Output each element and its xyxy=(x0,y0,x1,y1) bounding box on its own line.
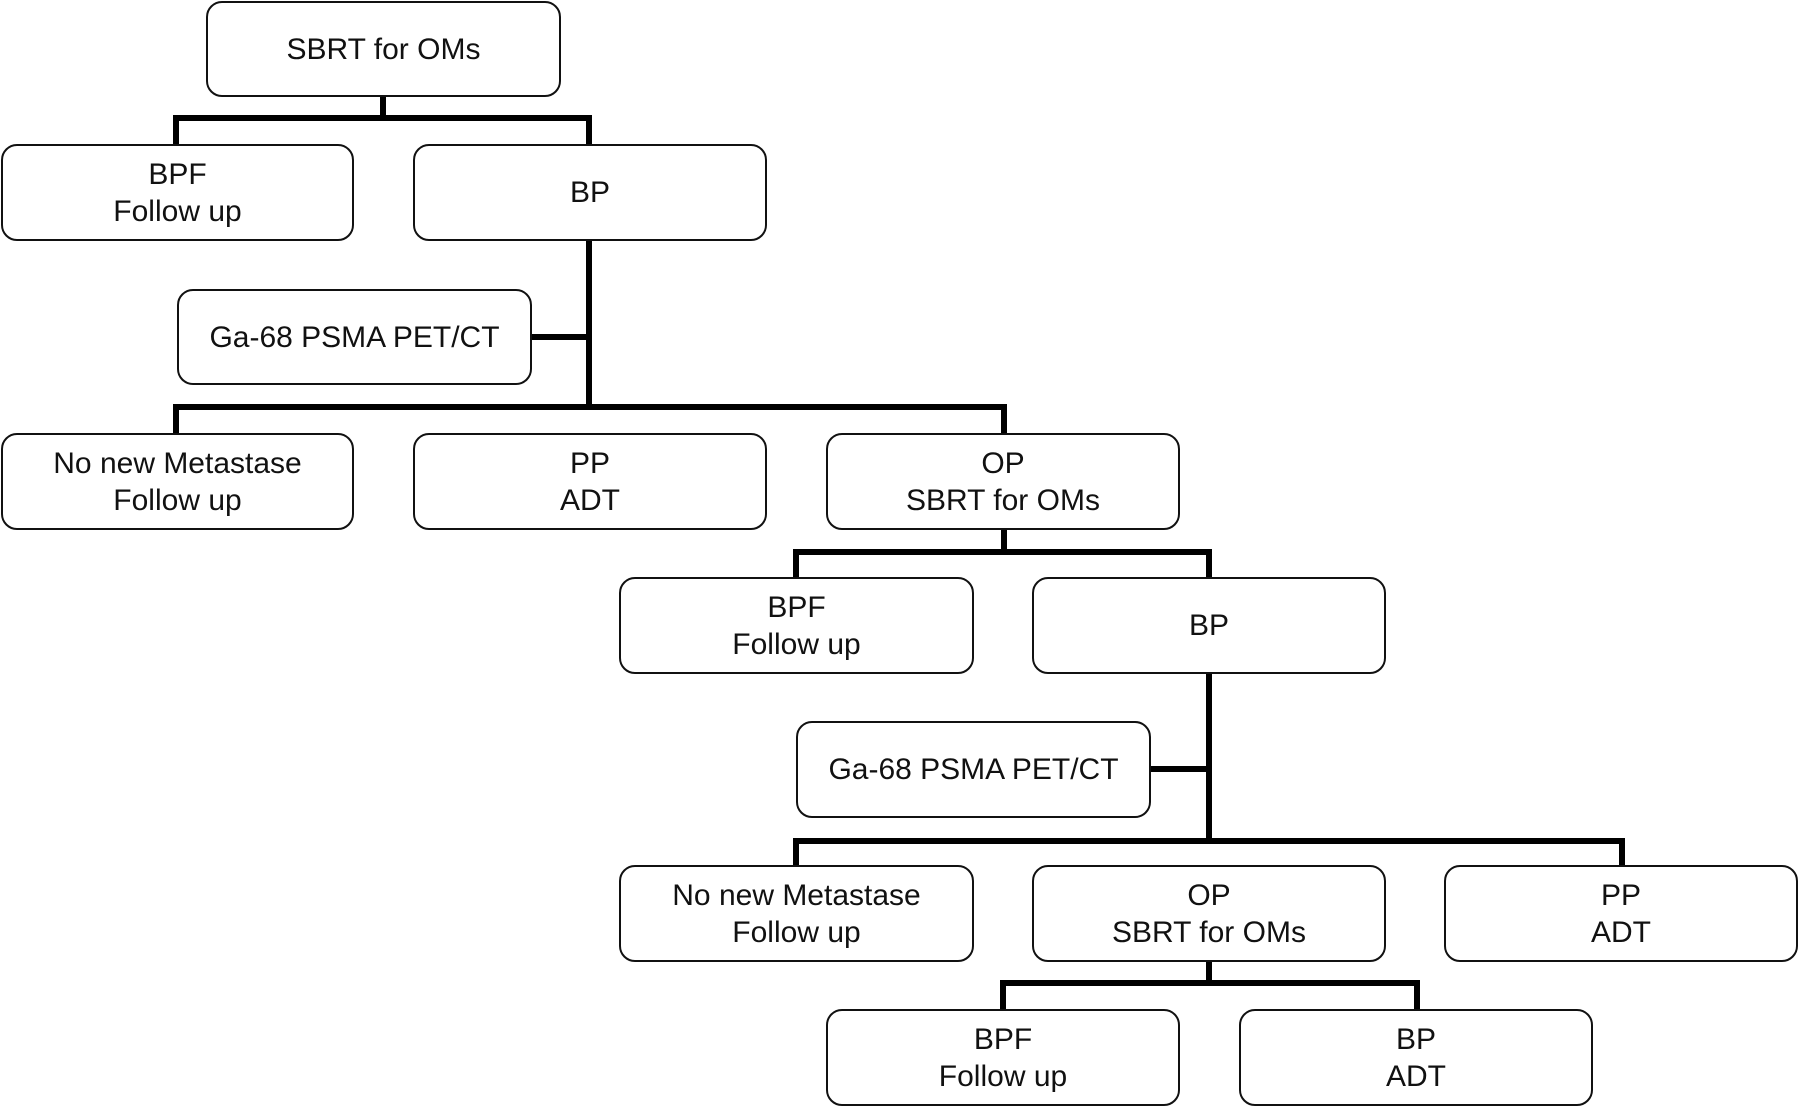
node-text: No new Metastase xyxy=(53,446,302,480)
node-bp: BP xyxy=(413,144,767,241)
node-text: BPF xyxy=(148,157,207,191)
node-bpf-follow-up: BPF Follow up xyxy=(1,144,354,241)
node-text: Follow up xyxy=(938,1059,1068,1093)
node-text: Follow up xyxy=(113,194,242,228)
node-text: BP xyxy=(1188,609,1230,642)
node-no-new-metastase-follow-up: No new Metastase Follow up xyxy=(619,865,974,962)
node-text: BPF xyxy=(767,590,826,624)
node-text: BP xyxy=(1395,1022,1437,1056)
node-ga68-psma-pet-ct: Ga-68 PSMA PET/CT xyxy=(177,289,532,385)
node-text: ADT xyxy=(1591,915,1651,949)
node-pp-adt: PP ADT xyxy=(413,433,767,530)
node-pp-adt: PP ADT xyxy=(1444,865,1798,962)
node-text: ADT xyxy=(560,483,620,517)
node-sbrt-for-oms: SBRT for OMs xyxy=(206,1,561,97)
node-op-sbrt-for-oms: OP SBRT for OMs xyxy=(1032,865,1386,962)
node-text: No new Metastase xyxy=(672,878,921,912)
node-bp: BP xyxy=(1032,577,1386,674)
node-bpf-follow-up: BPF Follow up xyxy=(826,1009,1180,1106)
node-text: Follow up xyxy=(732,915,861,949)
node-text: OP xyxy=(1187,878,1231,912)
node-text: Follow up xyxy=(732,627,861,661)
node-op-sbrt-for-oms: OP SBRT for OMs xyxy=(826,433,1180,530)
node-text: Follow up xyxy=(113,483,242,517)
node-text: ADT xyxy=(1386,1059,1446,1093)
node-ga68-psma-pet-ct: Ga-68 PSMA PET/CT xyxy=(796,721,1151,818)
node-text: SBRT for OMs xyxy=(286,32,481,66)
node-text: PP xyxy=(569,446,611,480)
node-text: SBRT for OMs xyxy=(1112,915,1306,949)
node-bp-adt: BP ADT xyxy=(1239,1009,1593,1106)
node-text: BPF xyxy=(973,1022,1033,1056)
node-text: Ga-68 PSMA PET/CT xyxy=(209,320,500,354)
node-text: SBRT for OMs xyxy=(906,483,1100,517)
node-text: Ga-68 PSMA PET/CT xyxy=(828,753,1119,786)
node-text: OP xyxy=(981,446,1025,480)
node-text: BP xyxy=(569,176,611,209)
node-bpf-follow-up: BPF Follow up xyxy=(619,577,974,674)
node-text: PP xyxy=(1600,878,1642,912)
node-no-new-metastase-follow-up: No new Metastase Follow up xyxy=(1,433,354,530)
